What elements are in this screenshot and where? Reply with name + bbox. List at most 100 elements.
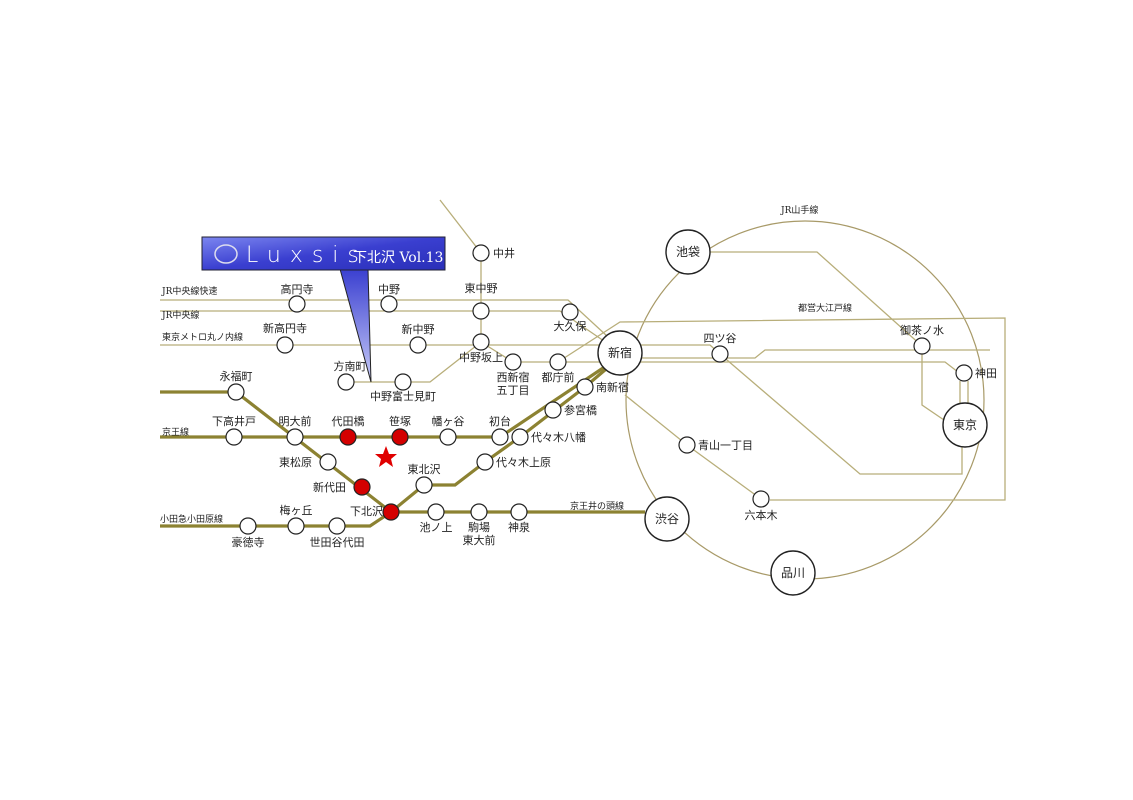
station: 都庁前 [542,353,575,384]
station-label: 東中野 [465,282,498,295]
line-label: 京王井の頭線 [570,500,624,512]
station-marker [678,436,696,454]
station-marker [276,336,294,354]
line-label: 京王線 [162,426,189,438]
station-marker [394,373,412,391]
station-label: 品川 [781,566,805,580]
station-label: 四ツ谷 [704,332,737,345]
station-label: 東松原 [279,455,312,469]
station-label: 中野富士見町 [370,389,436,403]
station-label: 方南町 [334,359,367,373]
station-marker [470,503,488,521]
marunouchi-branch [346,341,482,383]
station: 方南町 [334,359,367,391]
station: 南新宿 [576,378,629,396]
station-marker [337,373,355,391]
station: 中野坂上 [459,333,503,364]
station-marker [955,364,973,382]
station: 東中野 [465,282,498,320]
station-label: 都庁前 [542,370,575,384]
station: 四ツ谷 [704,332,737,363]
station: 中野 [378,283,400,313]
station-label: 青山一丁目 [698,439,753,452]
station-marker [544,401,562,419]
station-marker [576,378,594,396]
oedo-line-west [439,199,600,363]
station-marker [511,428,529,446]
station-label: 六本木 [745,508,778,522]
station: 御茶ノ水 [900,323,944,355]
station: 六本木 [745,490,778,522]
station-marker [472,302,490,320]
station-marker [472,244,490,262]
station-marker [409,336,427,354]
station-marker [427,503,445,521]
station-label: 明大前 [279,414,312,428]
line-label: JR山手線 [780,204,818,216]
station: 品川 [770,550,816,596]
station-marker [287,517,305,535]
station-marker [415,476,433,494]
station-label: 豪徳寺 [232,535,265,549]
station-marker [597,330,643,376]
logo-brand: Luxsis [246,243,368,268]
station: 大久保 [554,303,587,333]
station: 世田谷代田 [310,517,365,549]
station-label: 新代田 [313,480,346,494]
station-marker-nearest [391,428,409,446]
station-label: 下高井戸 [212,414,256,428]
station-marker [549,353,567,371]
station-label: 新高円寺 [263,321,307,335]
station: 代々木八幡 [511,428,586,446]
station-label: 神田 [975,366,997,380]
station: 幡ヶ谷 [432,414,465,446]
station-marker [711,345,729,363]
station: 東松原 [279,453,337,471]
station: 笹塚 [389,415,411,446]
station-label: 初台 [489,414,511,428]
station-marker [770,550,816,596]
logo-subtitle: 下北沢 Vol.13 [353,250,443,266]
station: 中野富士見町 [370,373,436,403]
station-marker [752,490,770,508]
station: 東北沢 [408,462,441,494]
chuo-east [640,349,990,359]
star-icon [375,446,397,467]
station-label: 池ノ上 [420,521,453,534]
station-marker [491,428,509,446]
station: 池袋 [665,229,711,275]
station: 新宿 [597,330,643,376]
station: 梅ヶ丘 [280,503,313,535]
stations: 池袋新宿渋谷品川東京中井高円寺中野東中野大久保新高円寺新中野中野坂上西新宿五丁目… [212,229,997,596]
line-label: 小田急小田原線 [160,513,223,525]
station-marker [239,517,257,535]
line-label: 東京メトロ丸ノ内線 [162,331,243,343]
station: 渋谷 [644,496,690,542]
station-label: 笹塚 [389,415,411,428]
chuo-to-kanda [640,361,959,373]
station-marker [225,428,243,446]
station: 神泉 [508,503,530,534]
station-label: 梅ヶ丘 [280,503,313,517]
line-labels: JR中央線快速JR中央線東京メトロ丸ノ内線京王線小田急小田原線京王井の頭線JR山… [160,204,852,525]
station-label: 御茶ノ水 [900,323,944,337]
chuo-line [160,310,621,353]
station-label: 世田谷代田 [310,536,365,549]
station-label: 新中野 [402,322,435,336]
station-marker [942,402,988,448]
station-marker [561,303,579,321]
station-marker [476,453,494,471]
station: 東京 [942,402,988,448]
station-marker [288,295,306,313]
station: 高円寺 [281,282,314,313]
station-label: 大久保 [554,319,587,333]
station: 新中野 [402,322,435,354]
line-label: 都営大江戸線 [798,302,852,314]
station-label: 東京 [953,418,977,432]
station-marker [227,383,245,401]
station: 新代田 [313,478,371,496]
station: 参宮橋 [544,401,597,419]
station: 代田橋 [332,414,365,446]
station-label: 西新宿五丁目 [497,370,530,397]
